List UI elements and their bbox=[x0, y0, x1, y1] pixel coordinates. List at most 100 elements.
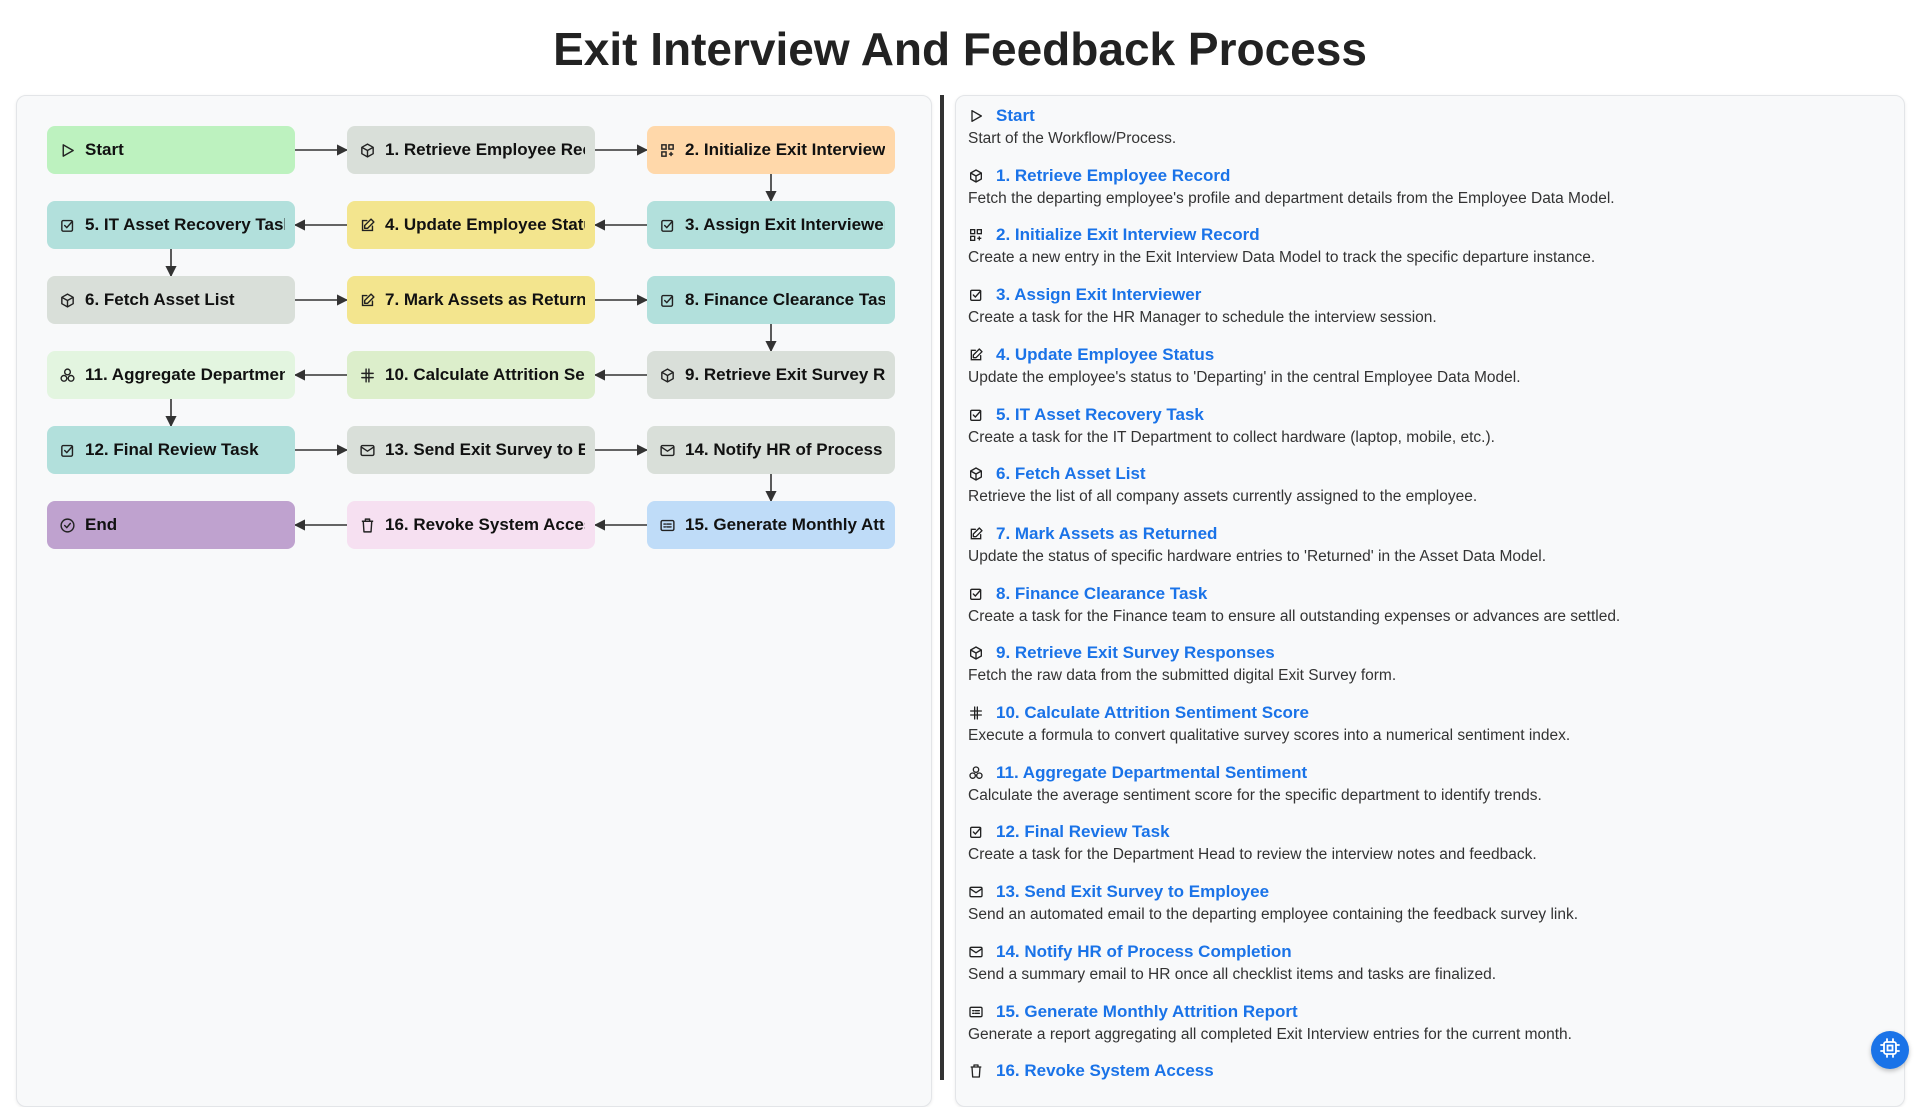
step-description: Create a task for the HR Manager to sche… bbox=[968, 309, 1437, 327]
step-header: 3. Assign Exit Interviewer bbox=[968, 285, 1437, 305]
step-title-link[interactable]: 4. Update Employee Status bbox=[996, 344, 1215, 364]
flow-node-label: 2. Initialize Exit Interview R bbox=[685, 140, 885, 159]
flow-node-label: 8. Finance Clearance Task bbox=[685, 290, 885, 309]
flowchart-panel: Start 1. Retrieve Employee Reco 2. Initial… bbox=[16, 95, 932, 1107]
step-title-link[interactable]: 13. Send Exit Survey to Employee bbox=[996, 882, 1270, 902]
flow-node-n4[interactable]: 4. Update Employee Status bbox=[347, 201, 595, 249]
flow-node-n3[interactable]: 3. Assign Exit Interviewer bbox=[647, 201, 895, 249]
flowchart-edges bbox=[165, 144, 777, 531]
flow-node-label: 1. Retrieve Employee Reco bbox=[385, 140, 585, 159]
step-header: 4. Update Employee Status bbox=[968, 345, 1521, 365]
edit-icon bbox=[968, 346, 985, 363]
step-description: Fetch the departing employee's profile a… bbox=[968, 189, 1615, 207]
hash-icon bbox=[968, 705, 985, 722]
mail-icon bbox=[968, 943, 985, 960]
checkbox-icon bbox=[659, 291, 677, 309]
flow-node-n9[interactable]: 9. Retrieve Exit Survey Res bbox=[647, 351, 895, 399]
step-title-link[interactable]: 12. Final Review Task bbox=[996, 822, 1170, 842]
step-title-link[interactable]: 5. IT Asset Recovery Task bbox=[996, 404, 1204, 424]
step-description: Create a new entry in the Exit Interview… bbox=[968, 249, 1596, 267]
mail-icon bbox=[359, 441, 377, 459]
flow-node-n15[interactable]: 15. Generate Monthly Attrit bbox=[647, 501, 895, 549]
flow-node-n16[interactable]: 16. Revoke System Access bbox=[347, 501, 595, 549]
step-title-link[interactable]: Start bbox=[996, 106, 1035, 125]
step-header: 14. Notify HR of Process Completion bbox=[968, 942, 1496, 962]
step-header: 10. Calculate Attrition Sentiment Score bbox=[968, 703, 1570, 723]
checkbox-icon bbox=[59, 216, 77, 234]
step-header: 13. Send Exit Survey to Employee bbox=[968, 882, 1578, 902]
cube-icon bbox=[968, 466, 985, 483]
edit-icon bbox=[359, 216, 377, 234]
flow-node-label: 3. Assign Exit Interviewer bbox=[685, 215, 885, 234]
trash-icon bbox=[359, 516, 377, 534]
cube-icon bbox=[359, 141, 377, 159]
flow-node-label: 6. Fetch Asset List bbox=[85, 290, 235, 309]
flow-node-n7[interactable]: 7. Mark Assets as Returnec bbox=[347, 276, 595, 324]
mail-icon bbox=[968, 884, 985, 901]
flow-node-n13[interactable]: 13. Send Exit Survey to Em bbox=[347, 426, 595, 474]
assistant-button[interactable] bbox=[1871, 1031, 1909, 1069]
step-title-link[interactable]: 1. Retrieve Employee Record bbox=[996, 165, 1231, 185]
step-title-link[interactable]: 16. Revoke System Access bbox=[996, 1061, 1214, 1081]
step-title-link[interactable]: 6. Fetch Asset List bbox=[996, 464, 1146, 484]
flow-node-n10[interactable]: 10. Calculate Attrition Senti bbox=[347, 351, 595, 399]
checkbox-icon bbox=[968, 287, 985, 304]
flow-node-label: 10. Calculate Attrition Senti bbox=[385, 365, 585, 384]
flow-node-start[interactable]: Start bbox=[47, 126, 295, 174]
step-description: Start of the Workflow/Process. bbox=[968, 130, 1177, 147]
step-description: Send a summary email to HR once all chec… bbox=[968, 965, 1497, 983]
step-description: Update the status of specific hardware e… bbox=[968, 547, 1547, 565]
step-title-link[interactable]: 7. Mark Assets as Returned bbox=[996, 523, 1218, 543]
flow-node-n8[interactable]: 8. Finance Clearance Task bbox=[647, 276, 895, 324]
step-description: Create a task for the Finance team to en… bbox=[968, 607, 1621, 625]
flow-node-label: 4. Update Employee Status bbox=[385, 215, 585, 234]
step-description: Update the employee's status to 'Departi… bbox=[968, 368, 1521, 386]
step-title-link[interactable]: 2. Initialize Exit Interview Record bbox=[996, 225, 1260, 245]
flow-node-n6[interactable]: 6. Fetch Asset List bbox=[47, 276, 295, 324]
step-title-link[interactable]: 3. Assign Exit Interviewer bbox=[996, 285, 1202, 305]
step-header: 8. Finance Clearance Task bbox=[968, 584, 1620, 604]
step-title-link[interactable]: 9. Retrieve Exit Survey Responses bbox=[996, 643, 1275, 663]
step-header: 6. Fetch Asset List bbox=[968, 464, 1477, 484]
checkbox-icon bbox=[968, 406, 985, 423]
flow-node-n14[interactable]: 14. Notify HR of Process Co bbox=[647, 426, 895, 474]
edit-icon bbox=[359, 291, 377, 309]
play-icon bbox=[968, 108, 985, 125]
step-description: Calculate the average sentiment score fo… bbox=[968, 786, 1542, 804]
flow-node-end[interactable]: End bbox=[47, 501, 295, 549]
play-icon bbox=[59, 141, 77, 159]
step-description: Execute a formula to convert qualitative… bbox=[968, 727, 1571, 744]
cube-icon bbox=[659, 366, 677, 384]
flow-node-n12[interactable]: 12. Final Review Task bbox=[47, 426, 295, 474]
step-header: 2. Initialize Exit Interview Record bbox=[968, 225, 1595, 245]
step-header: 12. Final Review Task bbox=[968, 822, 1537, 842]
step-title-link[interactable]: 10. Calculate Attrition Sentiment Score bbox=[996, 703, 1309, 722]
flow-node-n1[interactable]: 1. Retrieve Employee Reco bbox=[347, 126, 595, 174]
flow-node-label: 15. Generate Monthly Attrit bbox=[685, 515, 885, 534]
step-title-link[interactable]: 8. Finance Clearance Task bbox=[996, 583, 1208, 603]
flow-node-label: 16. Revoke System Access bbox=[385, 515, 585, 534]
cube-icon bbox=[968, 167, 985, 184]
trash-icon bbox=[968, 1063, 985, 1080]
flow-node-n2[interactable]: 2. Initialize Exit Interview R bbox=[647, 126, 895, 174]
panel-divider[interactable] bbox=[940, 95, 944, 1080]
step-title-link[interactable]: 14. Notify HR of Process Completion bbox=[996, 941, 1292, 961]
checkbox-icon bbox=[659, 216, 677, 234]
step-title-link[interactable]: 15. Generate Monthly Attrition Report bbox=[996, 1001, 1298, 1021]
checkbox-icon bbox=[968, 585, 985, 602]
flow-node-label: 13. Send Exit Survey to Em bbox=[385, 440, 585, 459]
flow-node-label: 9. Retrieve Exit Survey Res bbox=[685, 365, 885, 384]
flow-node-n11[interactable]: 11. Aggregate Departmenta bbox=[47, 351, 295, 399]
flow-node-n5[interactable]: 5. IT Asset Recovery Task bbox=[47, 201, 295, 249]
step-header: 5. IT Asset Recovery Task bbox=[968, 405, 1495, 425]
check-circle-icon bbox=[59, 516, 77, 534]
step-title-link[interactable]: 11. Aggregate Departmental Sentiment bbox=[996, 762, 1308, 782]
